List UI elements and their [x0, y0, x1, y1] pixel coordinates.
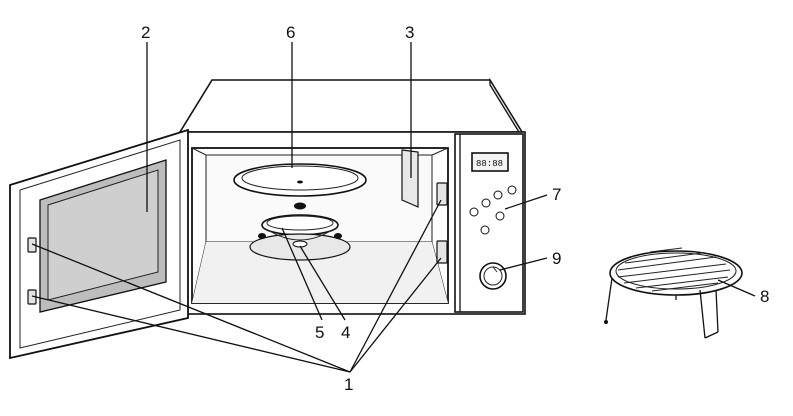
control-panel: 88:88	[469, 152, 517, 290]
callout-3: 3	[405, 23, 414, 42]
panel-button[interactable]	[495, 211, 505, 221]
callout-6: 6	[286, 23, 295, 42]
panel-display: 88:88	[476, 159, 503, 169]
callout-2: 2	[141, 23, 150, 42]
callout-1: 1	[344, 375, 353, 394]
waveguide-cover	[401, 149, 419, 208]
panel-button[interactable]	[480, 225, 490, 235]
leader-lines	[31, 42, 756, 373]
panel-button[interactable]	[493, 190, 503, 200]
panel-button[interactable]	[469, 207, 479, 217]
glass-tray	[233, 163, 367, 197]
callout-7: 7	[552, 185, 561, 204]
panel-button[interactable]	[507, 185, 517, 195]
open-door	[9, 128, 189, 360]
callout-8: 8	[760, 287, 769, 306]
panel-button[interactable]	[481, 198, 491, 208]
grill-rack	[604, 247, 743, 339]
callout-5: 5	[315, 323, 324, 342]
callout-4: 4	[341, 323, 350, 342]
callout-9: 9	[552, 249, 561, 268]
interlock-holes	[436, 182, 448, 264]
